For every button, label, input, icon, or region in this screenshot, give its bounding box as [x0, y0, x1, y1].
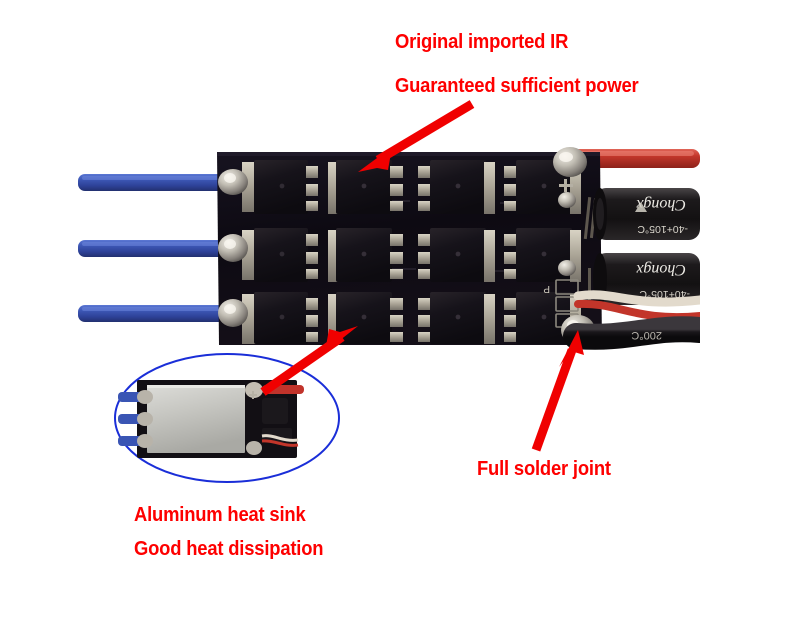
mosfet-row-2	[242, 228, 581, 282]
svg-text:Chongx: Chongx	[636, 196, 686, 213]
electrolytic-capacitor-1: -40+105°C Chongx	[593, 188, 700, 240]
motor-wire-group	[78, 174, 230, 322]
battery-negative-wire: 200°C	[563, 316, 700, 350]
plus-marking	[559, 179, 573, 192]
svg-text:Chongx: Chongx	[636, 261, 686, 278]
anno-dissipation: Good heat dissipation	[134, 538, 324, 560]
battery-positive-solder-joint	[553, 147, 587, 177]
aluminum-heat-sink	[147, 385, 245, 453]
anno-heatsink: Aluminum heat sink	[134, 504, 306, 526]
anno-power: Guaranteed sufficient power	[395, 75, 639, 97]
anno-solder: Full solder joint	[477, 458, 611, 480]
inset-ellipse-outline	[114, 353, 340, 483]
capacitor-pins	[558, 192, 598, 300]
mosfet-row-1	[242, 160, 581, 214]
svg-text:-40+105°C: -40+105°C	[637, 223, 688, 235]
connector-marking-p: P	[543, 283, 550, 294]
svg-text:-40+105°C: -40+105°C	[639, 288, 690, 300]
motor-wire-solder-joints	[218, 169, 248, 327]
heatsink-closeup-inset	[112, 352, 342, 487]
svg-text:200°C: 200°C	[631, 329, 662, 341]
esc-board-photo: P -40+105°C Chongx	[70, 140, 700, 375]
anno-ir: Original imported IR	[395, 31, 569, 53]
